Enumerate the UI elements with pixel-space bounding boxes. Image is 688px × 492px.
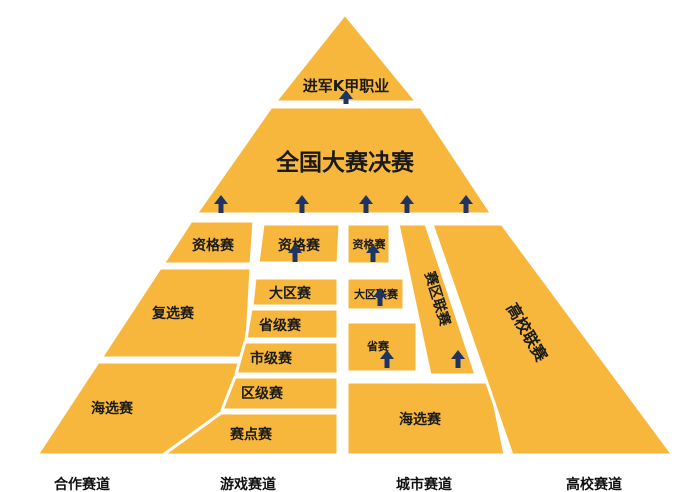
city-audition-label: 海选赛	[399, 411, 442, 428]
city-audition-box	[345, 380, 507, 457]
coop-qualifier-label: 资格赛	[192, 237, 235, 254]
game-province-label: 省级赛	[258, 317, 302, 334]
tier-final-label: 全国大赛决赛	[275, 149, 415, 176]
up-arrow-icon	[214, 195, 228, 213]
city-district-league-box	[396, 222, 478, 377]
tier-pro-label: 进军K甲职业	[303, 77, 390, 95]
arrow-group	[214, 90, 473, 368]
up-arrow-icon	[295, 195, 309, 213]
track-university-label: 高校赛道	[566, 476, 622, 492]
up-arrow-icon	[373, 288, 387, 306]
game-city-box	[234, 340, 340, 376]
up-arrow-icon	[459, 195, 473, 213]
game-qualifier-label: 资格赛	[278, 237, 321, 254]
city-qualifier-label: 资格赛	[353, 237, 387, 251]
game-region-box	[250, 276, 340, 308]
coop-qualifier-box	[161, 219, 256, 266]
up-arrow-icon	[366, 244, 380, 262]
up-arrow-icon	[380, 350, 394, 368]
track-cooperation-label: 合作赛道	[54, 476, 110, 492]
city-province-box	[345, 320, 419, 374]
up-arrow-icon	[451, 350, 465, 368]
city-province-label: 省赛	[366, 339, 390, 353]
game-qualifier-box	[256, 222, 342, 265]
game-venue-box	[161, 411, 340, 457]
game-district-box	[220, 375, 340, 412]
coop-audition-label: 海选赛	[91, 400, 134, 417]
city-qualifier-box	[345, 222, 392, 266]
game-province-box	[244, 307, 340, 341]
up-arrow-icon	[400, 195, 414, 213]
university-league-box	[430, 222, 675, 457]
game-city-label: 市级赛	[250, 350, 293, 367]
game-venue-label: 赛点赛	[229, 426, 273, 443]
up-arrow-icon	[288, 244, 302, 262]
up-arrow-icon	[339, 90, 353, 104]
game-region-label: 大区赛	[269, 285, 312, 302]
track-city-label: 城市赛道	[396, 476, 452, 492]
up-arrow-icon	[359, 195, 373, 213]
game-district-label: 区级赛	[241, 385, 284, 402]
coop-reselect-label: 复选赛	[151, 305, 195, 322]
track-game-label: 游戏赛道	[220, 476, 276, 492]
tier-final-box	[194, 105, 494, 216]
